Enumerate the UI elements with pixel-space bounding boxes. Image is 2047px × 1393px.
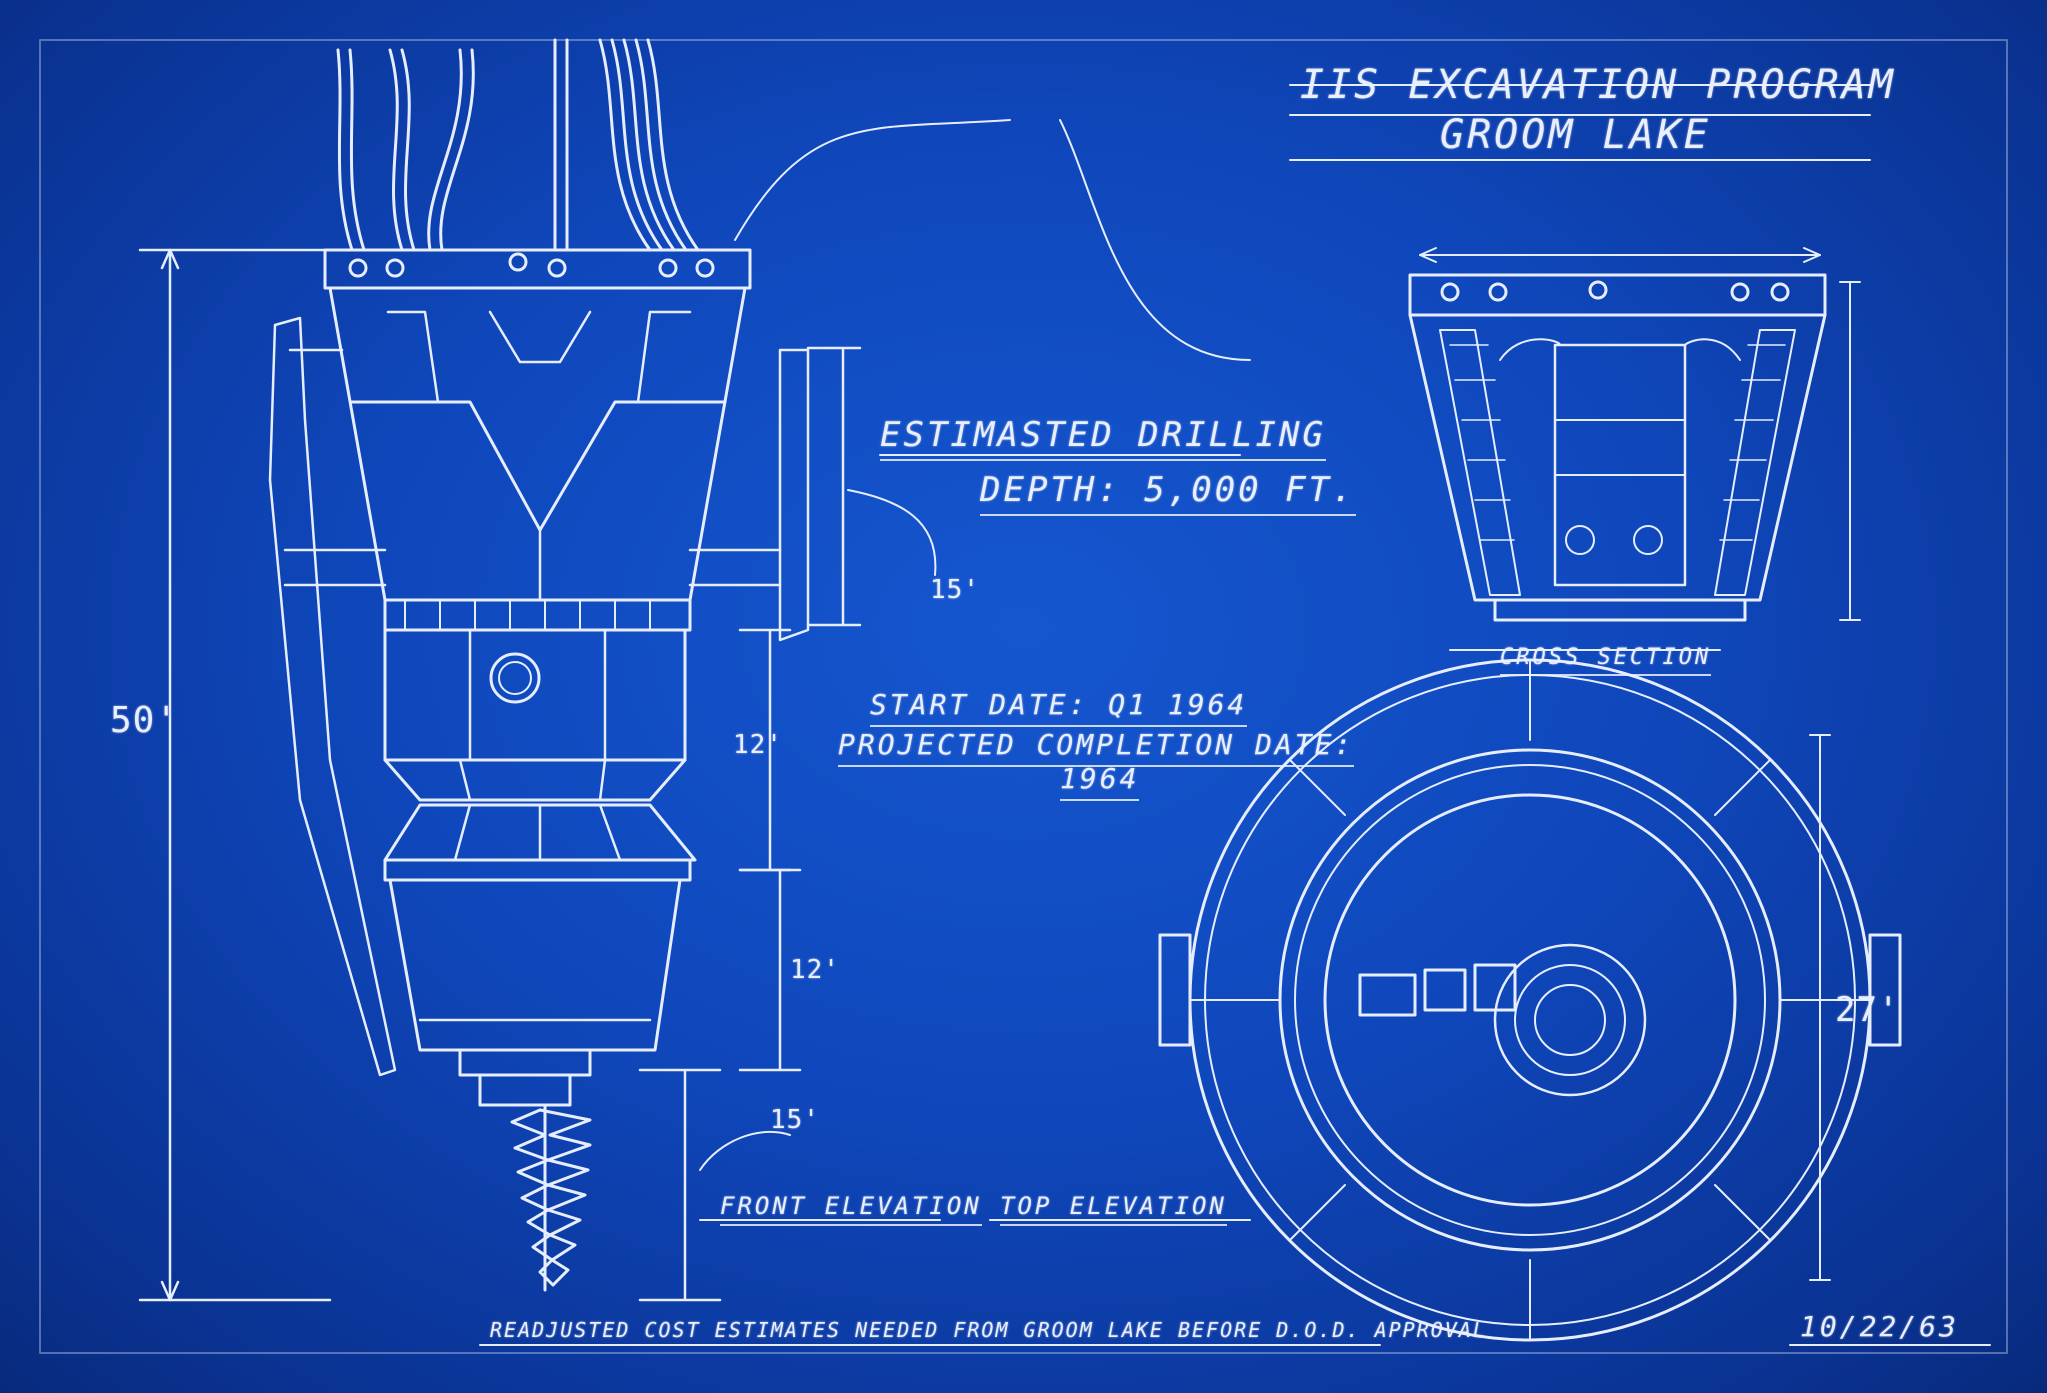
date-stamp: 10/22/63: [1800, 1310, 1959, 1343]
label-underlines: [479, 84, 1991, 1346]
dimension-overall-height: 50': [110, 700, 179, 741]
cross-section-label: CROSS SECTION: [1500, 645, 1712, 676]
right-side-panel: [778, 348, 810, 642]
front-elevation-label: FRONT ELEVATION: [720, 1192, 982, 1226]
drilling-note-line-1: ESTIMASTED DRILLING: [880, 415, 1326, 461]
footer-note: READJUSTED COST ESTIMATES NEEDED FROM GR…: [490, 1318, 1487, 1342]
completion-line-1: PROJECTED COMPLETION DATE:: [838, 728, 1355, 767]
cross-section-shell: [1408, 313, 1827, 602]
lower-cone: [388, 878, 682, 1052]
dimension-mid-section: 12': [733, 730, 783, 760]
front-elevation-drawing: [268, 38, 810, 1292]
title-line-2: GROOM LAKE: [1440, 112, 1711, 158]
middle-body: [383, 628, 687, 762]
upper-cone: [328, 286, 747, 602]
collar: [383, 803, 697, 862]
cables: [336, 38, 700, 252]
top-flange: [323, 248, 752, 290]
dimension-drill-bit: 15': [770, 1105, 820, 1135]
dimension-top-diameter: 27': [1835, 990, 1900, 1030]
front-dimension-lines: [138, 119, 1251, 1302]
cross-section-drawing: [1408, 247, 1861, 622]
title-line-1: IIS EXCAVATION PROGRAM: [1300, 62, 1896, 108]
drill-bit: [510, 1103, 592, 1292]
left-brace: [268, 316, 397, 1077]
dimension-side-panel: 15': [930, 575, 980, 605]
drilling-note-line-2: DEPTH: 5,000 FT.: [980, 470, 1356, 516]
top-elevation-label: TOP ELEVATION: [1000, 1192, 1227, 1226]
sheet-border: [39, 39, 2008, 1354]
ring-band: [383, 598, 692, 632]
dimension-lower-section: 12': [790, 955, 840, 985]
start-date: START DATE: Q1 1964: [870, 688, 1248, 727]
completion-line-2: 1964: [1060, 762, 1140, 801]
